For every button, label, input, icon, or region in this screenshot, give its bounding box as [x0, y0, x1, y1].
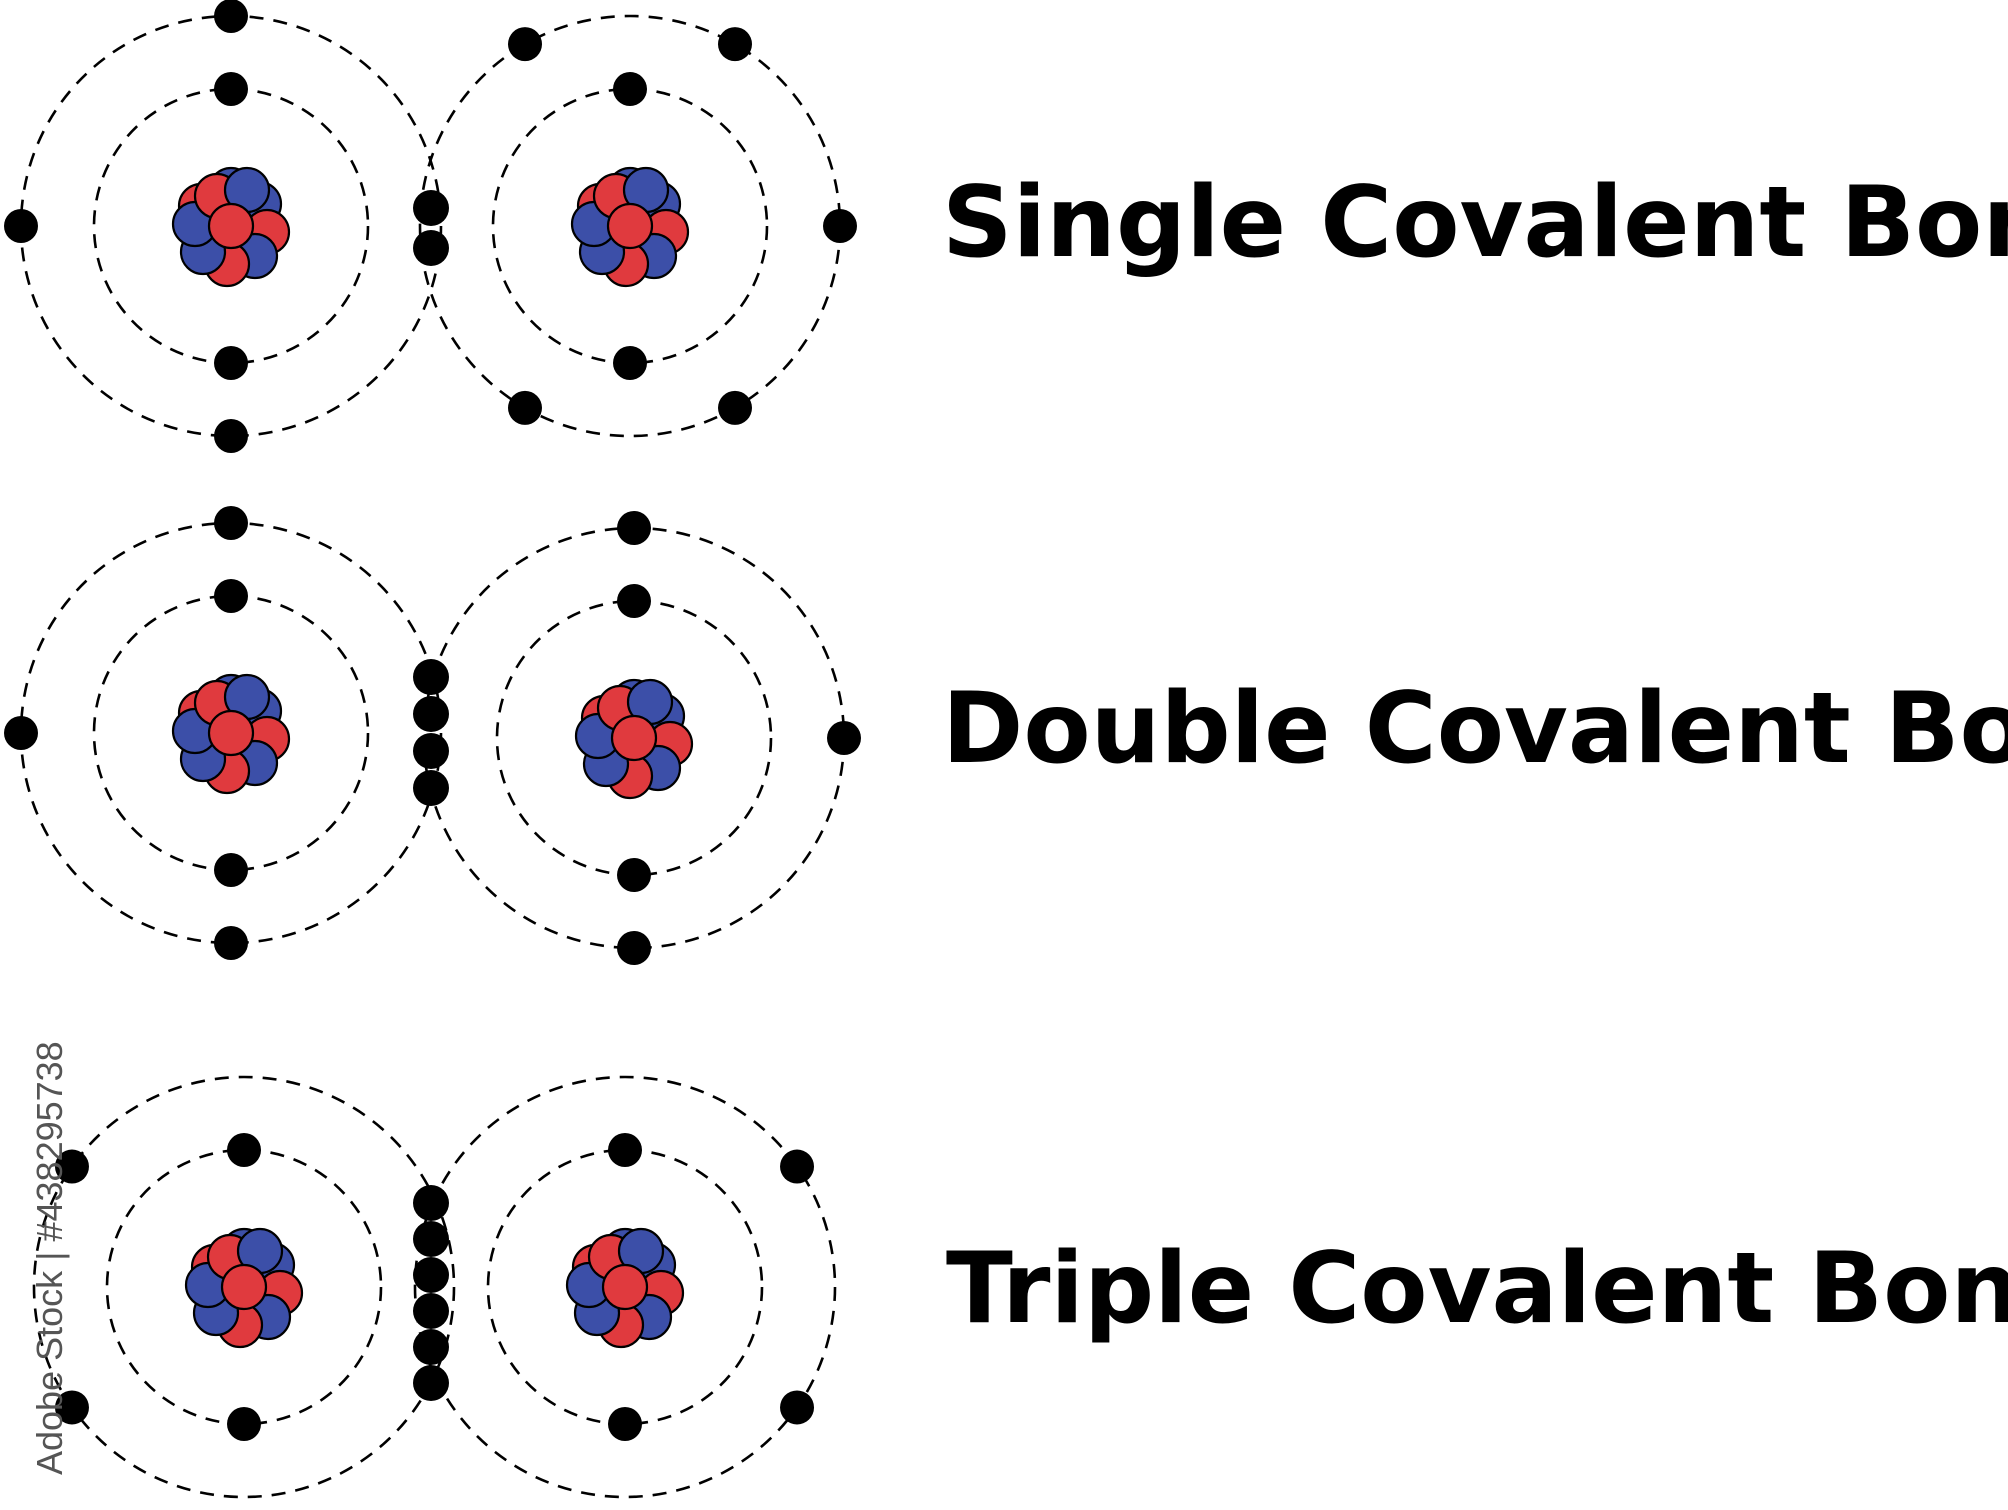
electron: [413, 1257, 449, 1293]
proton-particle: [207, 202, 255, 250]
electron: [214, 853, 248, 887]
electron: [214, 926, 248, 960]
single-bond-label: Single Covalent Bond: [942, 166, 2008, 280]
electron: [413, 190, 449, 226]
electron: [413, 1329, 449, 1365]
inner-shell-orbit: [491, 87, 769, 365]
electron: [214, 506, 248, 540]
double-bond-label: Double Covalent Bond: [942, 672, 2008, 786]
electron: [214, 346, 248, 380]
electron: [780, 1149, 815, 1184]
proton-particle: [220, 1263, 268, 1311]
electron: [413, 1365, 449, 1401]
electron: [413, 1293, 449, 1329]
electron: [608, 1133, 642, 1167]
electron: [54, 1149, 89, 1184]
outer-shell-orbit: [32, 1075, 456, 1499]
electron: [617, 931, 651, 965]
inner-shell-orbit: [105, 1148, 383, 1426]
electron: [4, 209, 38, 243]
right-atom: [418, 14, 857, 438]
electron: [413, 770, 449, 806]
electron: [227, 1133, 261, 1167]
right-atom: [413, 1075, 837, 1499]
inner-shell-orbit: [92, 87, 370, 365]
electron: [827, 721, 861, 755]
triple-bond-label: Triple Covalent Bond: [946, 1232, 2008, 1346]
electron: [617, 584, 651, 618]
left-atom: [4, 0, 443, 453]
electron: [608, 1407, 642, 1441]
nucleus: [171, 673, 291, 795]
electron: [823, 209, 857, 243]
electron: [54, 1390, 89, 1425]
electron: [617, 858, 651, 892]
shared-electrons: [413, 659, 449, 806]
electron: [413, 230, 449, 266]
electron: [508, 27, 542, 62]
double-bond-row: [4, 506, 861, 965]
electron: [508, 390, 542, 425]
proton-particle: [610, 714, 658, 762]
proton-particle: [606, 202, 654, 250]
single-bond-row: [4, 0, 857, 453]
electron: [617, 511, 651, 545]
nucleus: [574, 678, 694, 800]
shared-electrons: [413, 1185, 449, 1401]
electron: [413, 696, 449, 732]
nucleus: [570, 166, 690, 288]
electron: [413, 659, 449, 695]
electron: [413, 1185, 449, 1221]
electron: [718, 27, 752, 62]
inner-shell-orbit: [495, 599, 773, 877]
electron: [214, 0, 248, 33]
nucleus: [184, 1227, 304, 1349]
nucleus: [171, 166, 291, 288]
electron: [214, 72, 248, 106]
inner-shell-orbit: [486, 1148, 764, 1426]
shared-electrons: [413, 190, 449, 266]
inner-shell-orbit: [92, 594, 370, 872]
electron: [413, 733, 449, 769]
electron: [718, 390, 752, 425]
triple-bond-row: [32, 1075, 837, 1499]
outer-shell-orbit: [413, 1075, 837, 1499]
electron: [227, 1407, 261, 1441]
nucleus: [565, 1227, 685, 1349]
electron: [214, 419, 248, 453]
electron: [613, 72, 647, 106]
proton-particle: [601, 1263, 649, 1311]
electron: [4, 716, 38, 750]
electron: [413, 1221, 449, 1257]
left-atom: [4, 506, 443, 960]
proton-particle: [207, 709, 255, 757]
electron: [780, 1390, 815, 1425]
electron: [613, 346, 647, 380]
stock-watermark: Adobe Stock | #438295738: [29, 1041, 70, 1475]
electron: [214, 579, 248, 613]
left-atom: [32, 1075, 456, 1499]
